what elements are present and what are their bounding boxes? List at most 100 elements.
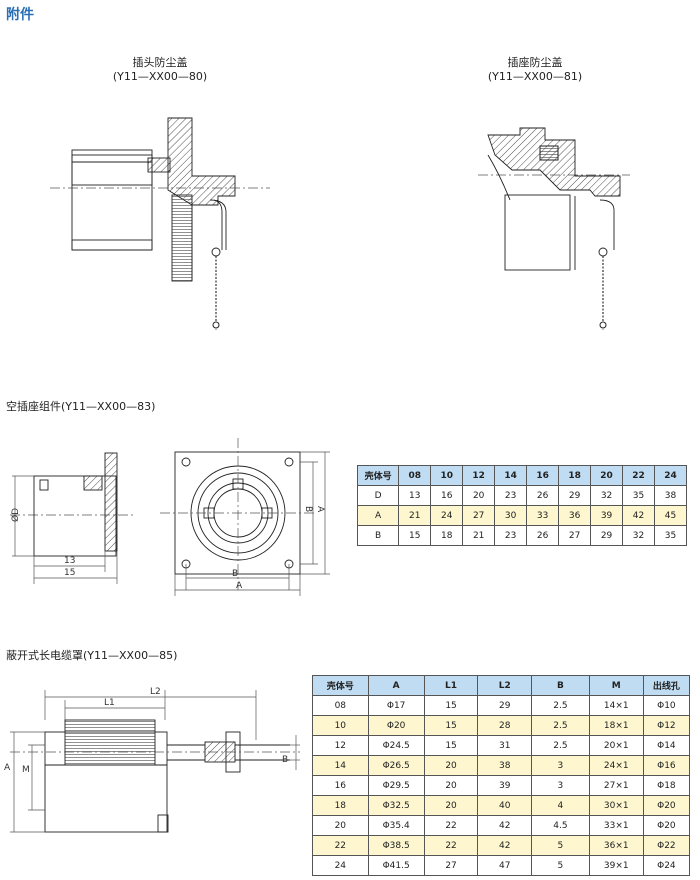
side-dim-a: A	[315, 506, 325, 513]
table-cell: 16	[430, 485, 464, 506]
table-header-cell: 壳体号	[356, 465, 400, 486]
table-cell: 39	[590, 505, 624, 526]
table-cell: Φ38.5	[367, 835, 425, 856]
table-cell: 39	[477, 775, 533, 796]
table-cell: 29	[590, 525, 624, 546]
table-cell: 2.5	[531, 715, 590, 736]
dim-a: A	[4, 763, 11, 773]
socket-cap-caption: 插座防尘盖 (Y11—XX00—81)	[465, 56, 605, 84]
table-cell: 32	[590, 485, 624, 506]
table-header-cell: 24	[654, 465, 687, 486]
table-cell: 08	[312, 695, 369, 716]
table-cell: Φ35.4	[367, 815, 425, 836]
table-cell: 27	[558, 525, 592, 546]
table-cell: 28	[477, 715, 533, 736]
table-cell: A	[356, 505, 400, 526]
table-cell: 10	[312, 715, 369, 736]
table-cell: 15	[423, 695, 479, 716]
empty-socket-side-view	[10, 452, 135, 584]
plug-cap-caption: 插头防尘盖 (Y11—XX00—80)	[90, 56, 230, 84]
table-cell: 42	[477, 815, 533, 836]
table-cell: 35	[622, 485, 655, 506]
table-cell: 18	[312, 795, 369, 816]
table-cell: 15	[423, 715, 479, 736]
table-cell: 22	[423, 835, 479, 856]
table-cell: 24	[312, 855, 369, 876]
table-cell: 30×1	[588, 795, 644, 816]
table-cell: Φ24	[642, 855, 691, 876]
table-cell: 31	[477, 735, 533, 756]
table-cell: 15	[398, 525, 432, 546]
table-cell: Φ29.5	[367, 775, 425, 796]
table-cell: 40	[477, 795, 533, 816]
table-header-cell: M	[588, 675, 644, 696]
table-header-cell: L2	[477, 675, 533, 696]
table-header-cell: 08	[398, 465, 432, 486]
table-header-cell: A	[367, 675, 425, 696]
table-cell: Φ20	[367, 715, 425, 736]
socket-cap-title: 插座防尘盖	[507, 56, 563, 69]
table-cell: 36	[558, 505, 592, 526]
table-cell: 38	[654, 485, 687, 506]
table-cell: 39×1	[588, 855, 644, 876]
socket-cap-drawing	[478, 127, 630, 330]
table-cell: 42	[477, 835, 533, 856]
plug-cap-drawing	[50, 117, 270, 330]
cable-cover-drawing	[10, 690, 300, 833]
dim-l1: L1	[104, 698, 115, 708]
table-header-cell: 10	[430, 465, 464, 486]
table-cell: Φ32.5	[367, 795, 425, 816]
table-cell: 20	[423, 795, 479, 816]
table-cell: 26	[526, 525, 560, 546]
table-cell: 4	[531, 795, 590, 816]
dim-b: B	[282, 755, 288, 765]
plug-cap-code: (Y11—XX00—80)	[112, 70, 208, 83]
table-cell: Φ17	[367, 695, 425, 716]
table-cell: 12	[312, 735, 369, 756]
table-cell: 3	[531, 775, 590, 796]
table-header-cell: 20	[590, 465, 624, 486]
table-cell: 23	[494, 525, 528, 546]
table-header-cell: 22	[622, 465, 655, 486]
table-header-cell: 出线孔	[642, 675, 691, 696]
table-cell: 20	[423, 775, 479, 796]
side-dim-b: B	[303, 506, 313, 512]
table-cell: Φ26.5	[367, 755, 425, 776]
table-cell: 42	[622, 505, 655, 526]
table-cell: Φ18	[642, 775, 691, 796]
table-cell: 29	[477, 695, 533, 716]
table-cell: 38	[477, 755, 533, 776]
dim-m: M	[22, 765, 30, 775]
table-cell: 36×1	[588, 835, 644, 856]
table-cell: 45	[654, 505, 687, 526]
table-cell: 20	[423, 755, 479, 776]
table-cell: Φ16	[642, 755, 691, 776]
table-cell: 16	[312, 775, 369, 796]
empty-socket-front-view	[160, 438, 330, 596]
front-dim-b: B	[232, 569, 238, 579]
table-cell: 22	[423, 815, 479, 836]
table-header-cell: L1	[423, 675, 479, 696]
table-cell: 27	[462, 505, 496, 526]
table-cell: 27	[423, 855, 479, 876]
table-cell: 20×1	[588, 735, 644, 756]
table-cell: 14	[312, 755, 369, 776]
empty-socket-title: 空插座组件(Y11—XX00—83)	[6, 400, 156, 413]
table-cell: 5	[531, 835, 590, 856]
table-cell: 2.5	[531, 735, 590, 756]
table-cell: 14×1	[588, 695, 644, 716]
table-cell: 20	[312, 815, 369, 836]
table-cell: 5	[531, 855, 590, 876]
table-cell: 35	[654, 525, 687, 546]
table-cell: 13	[398, 485, 432, 506]
cable-cover-title: 蔽开式长电缆罩(Y11—XX00—85)	[6, 649, 178, 662]
table-header-cell: 12	[462, 465, 496, 486]
